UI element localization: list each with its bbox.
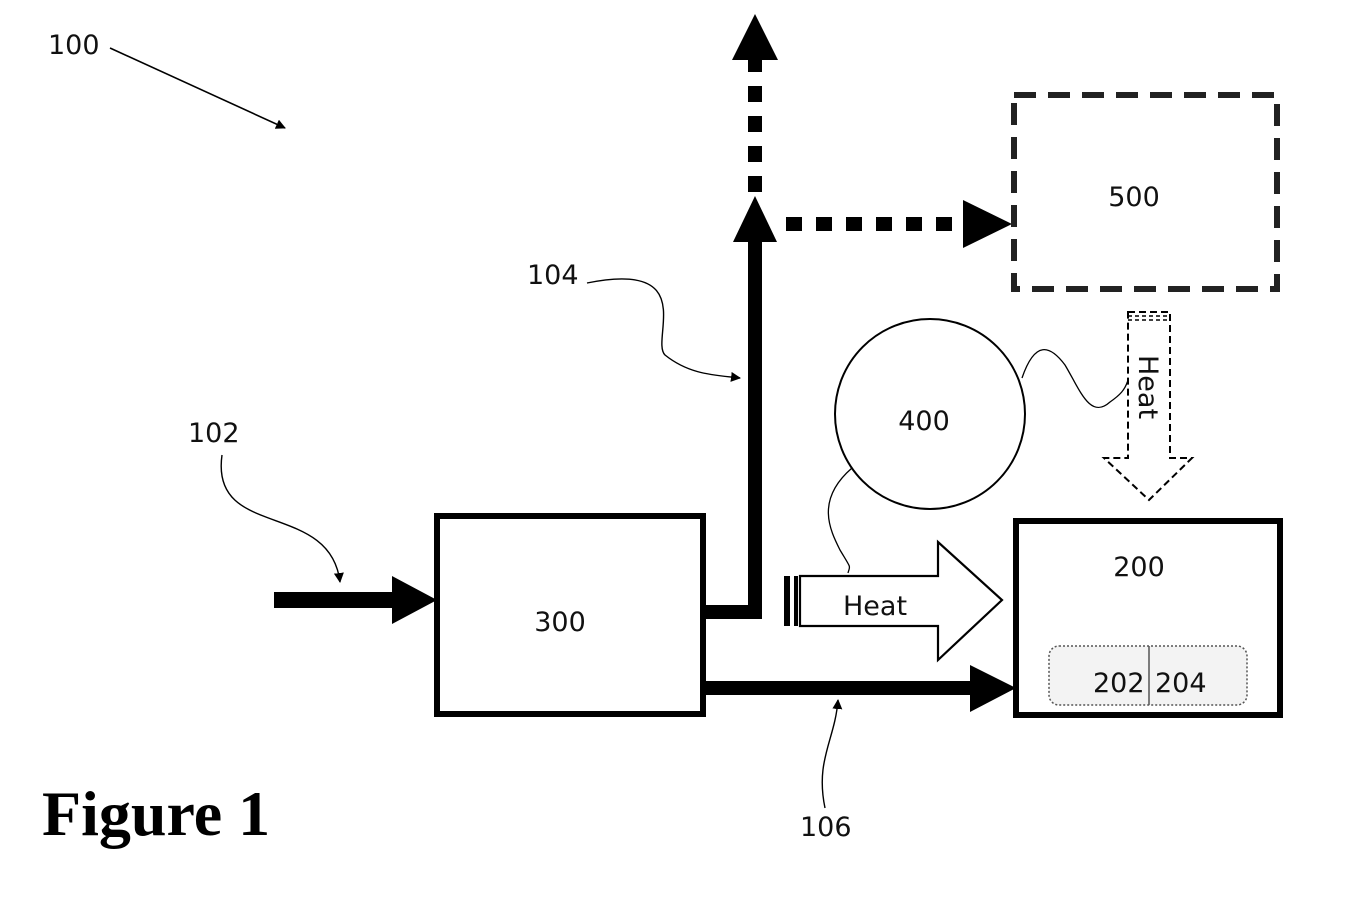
stream-to-500-arrowhead [963,200,1012,248]
connector-400-to-horizontal-heat [828,468,852,573]
label-300: 300 [534,607,586,638]
stream-104-line [703,240,755,612]
stream-106-arrowhead [970,665,1016,712]
leader-line-100 [110,48,285,128]
inlet-stream-shaft [274,592,394,608]
stream-104-arrowhead [733,196,777,242]
label-104: 104 [527,260,579,291]
label-100: 100 [48,30,100,61]
heat-label-vertical: Heat [1132,355,1163,419]
label-500: 500 [1108,182,1160,213]
label-400: 400 [898,406,950,437]
label-106: 106 [800,812,852,843]
connector-400-to-vertical-heat [1022,350,1128,408]
inlet-stream-arrowhead [392,576,437,624]
stream-106-shaft [703,681,975,695]
heat-label-horizontal: Heat [843,591,907,622]
heat-arrow-tail-bar-2 [794,576,798,626]
label-202: 202 [1093,668,1145,699]
leader-line-104 [587,279,740,378]
heat-arrow-tail-bar-1 [784,576,790,626]
label-102: 102 [188,418,240,449]
figure-title: Figure 1 [42,778,270,849]
sub-block-container [1049,646,1247,705]
optional-outlet-arrowhead [732,14,778,60]
label-204: 204 [1155,668,1207,699]
leader-line-102 [221,455,340,582]
label-200: 200 [1113,552,1165,583]
leader-line-106 [822,700,838,808]
